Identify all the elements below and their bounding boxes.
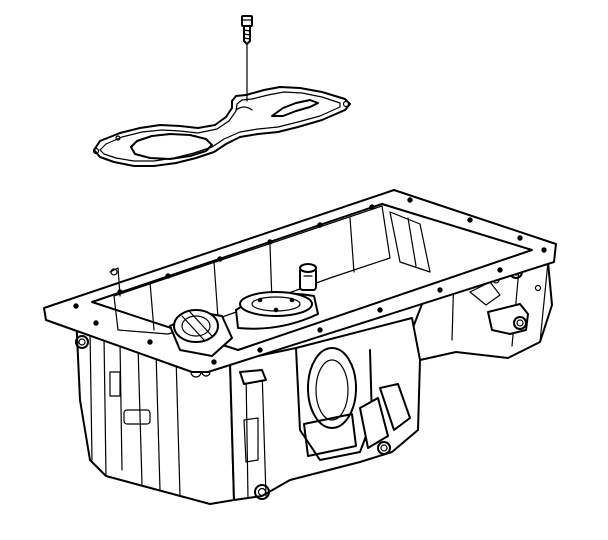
bolt-icon	[241, 15, 253, 45]
oil-pan-icon	[43, 189, 557, 505]
baffle-plate-icon	[92, 86, 351, 167]
